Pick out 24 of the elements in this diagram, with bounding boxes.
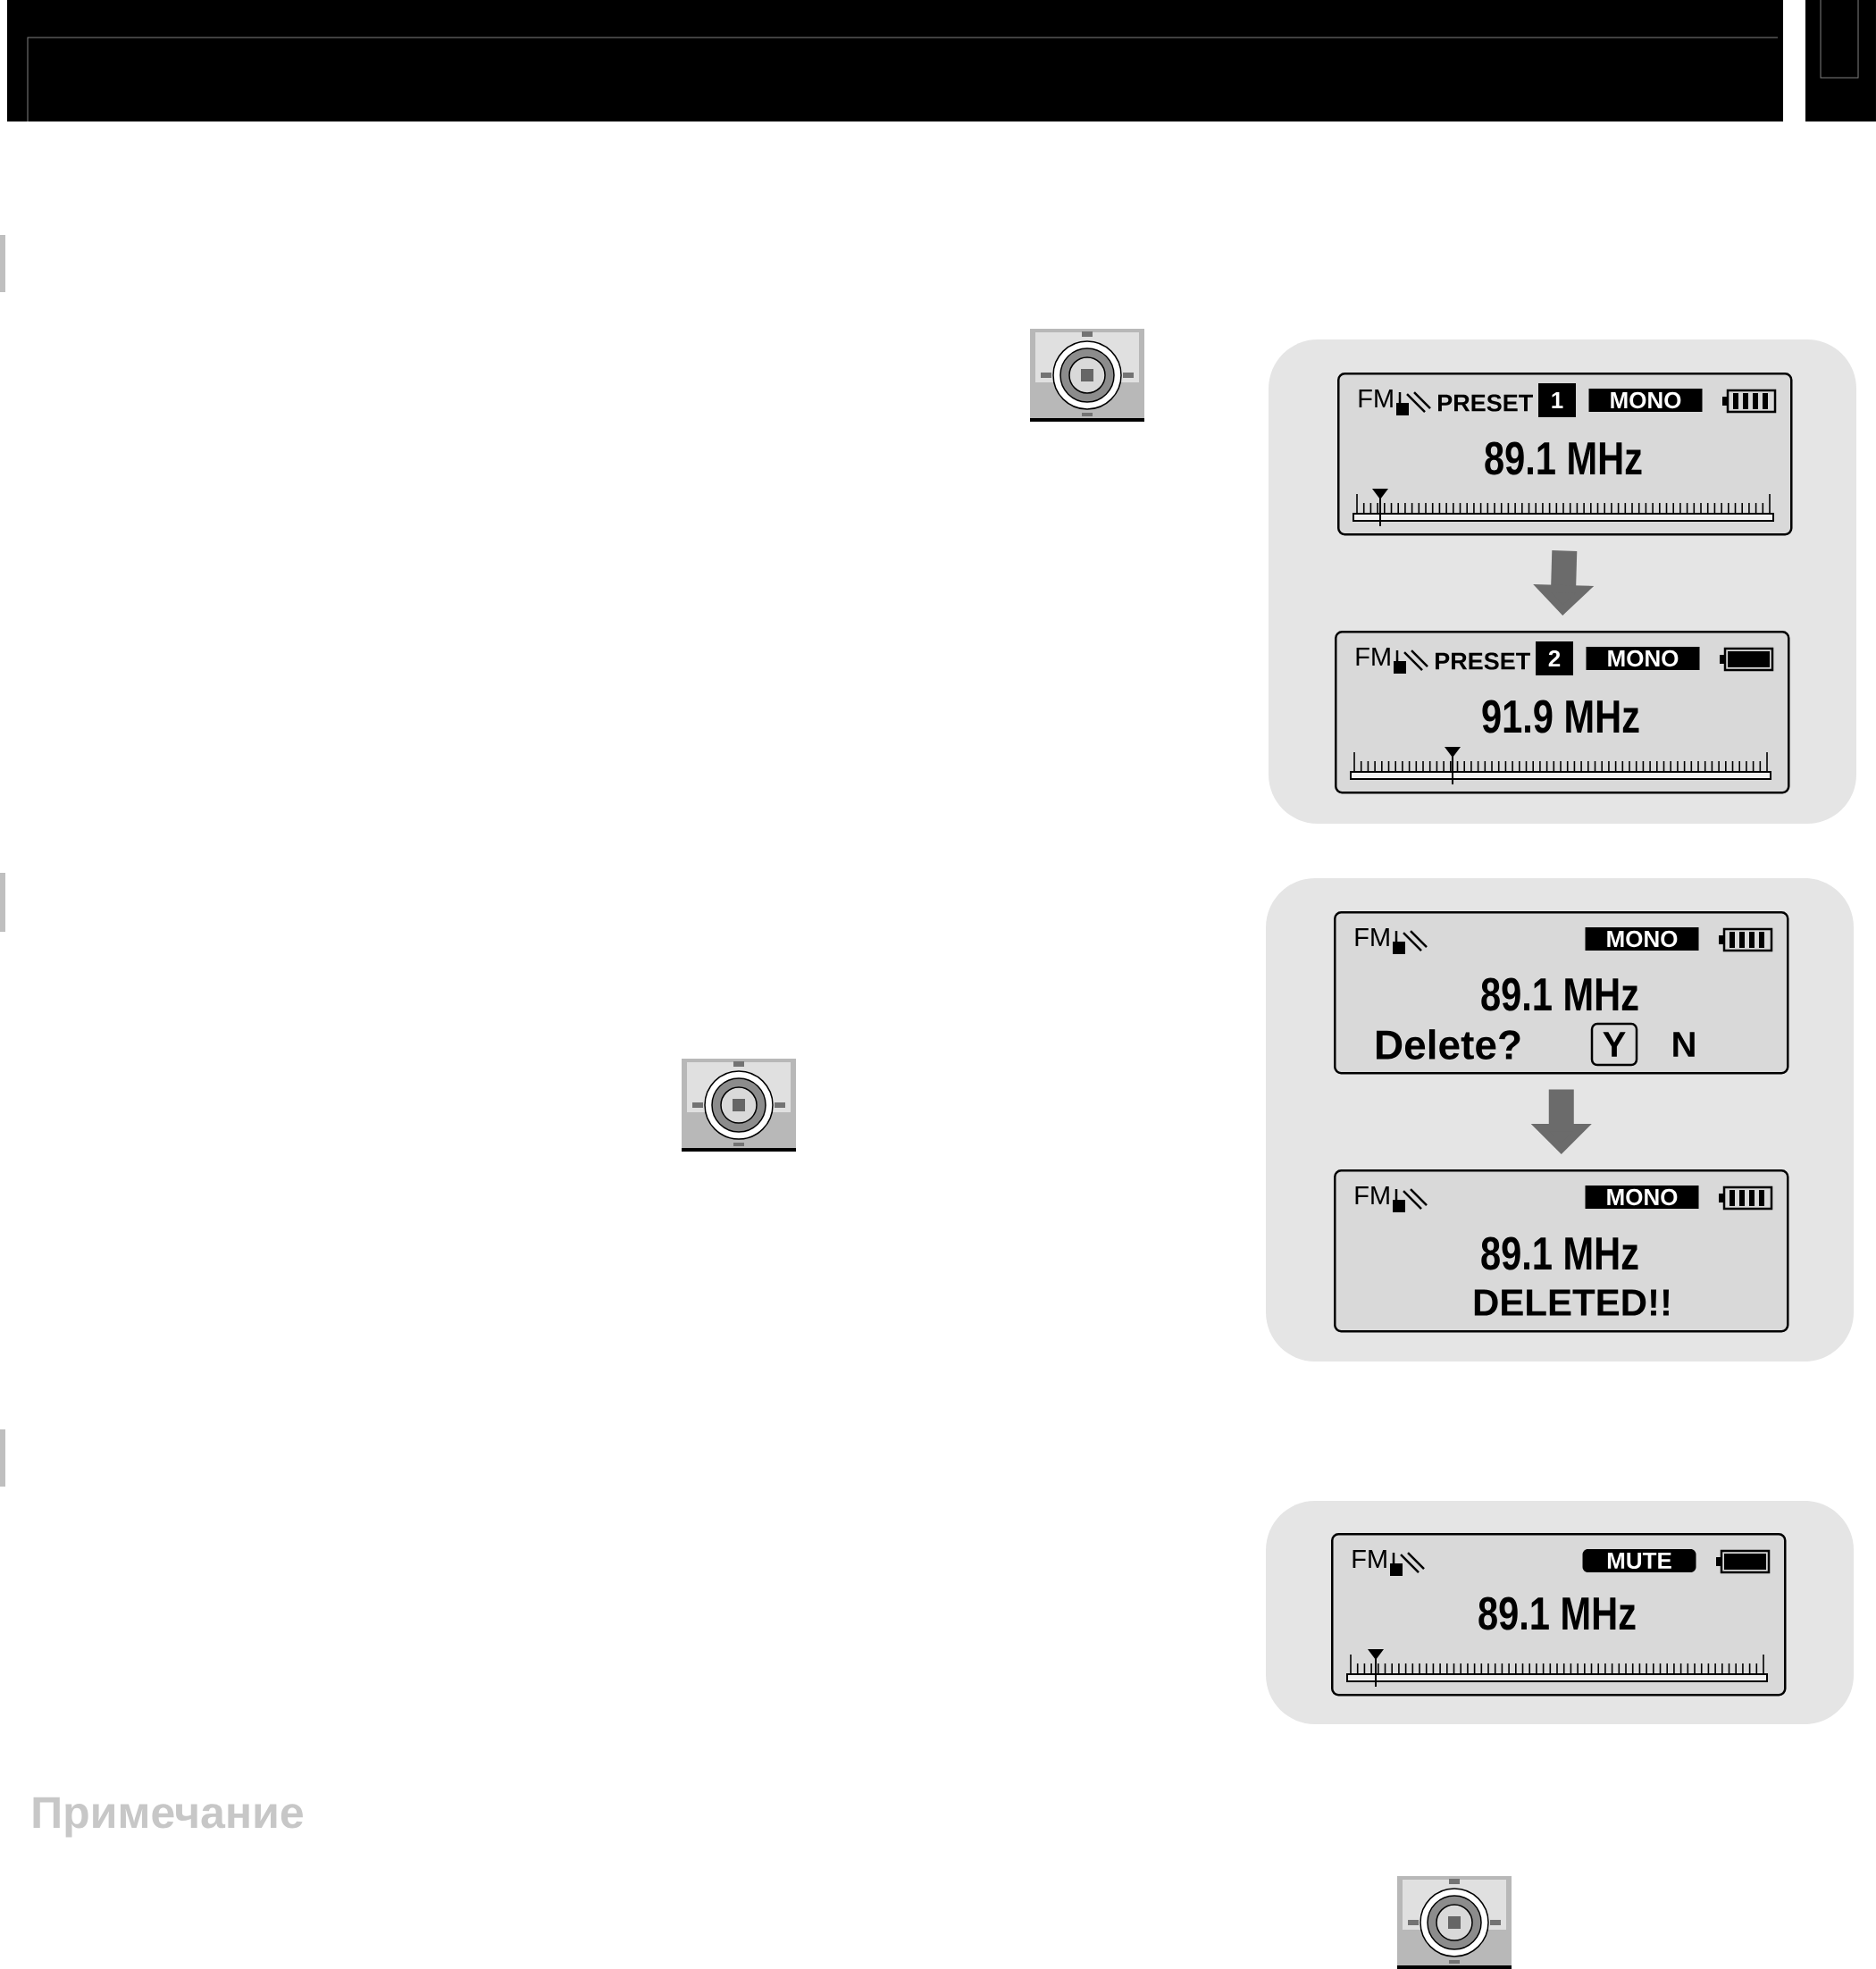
- band-label: FM: [1355, 928, 1389, 946]
- preset-number: 1: [1538, 383, 1576, 417]
- mode-indicator: MUTE: [1582, 1549, 1696, 1572]
- deleted-message: DELETED!!: [1474, 1289, 1669, 1316]
- band-label: FM: [1359, 390, 1393, 407]
- preset-number: 2: [1536, 641, 1573, 675]
- frequency-readout: 89.1 MHz: [1481, 977, 1638, 1011]
- note-heading: Примечание: [33, 1797, 303, 1838]
- mode-indicator: MONO: [1585, 1186, 1699, 1209]
- mode-indicator: MONO: [1586, 647, 1700, 670]
- mode-indicator: MONO: [1588, 389, 1703, 412]
- preset-label: PRESET: [1438, 394, 1533, 412]
- yes-option: Y: [1590, 1022, 1638, 1067]
- delete-prompt: Delete?: [1377, 1029, 1520, 1060]
- band-label: FM: [1355, 1186, 1389, 1204]
- frequency-readout: 91.9 MHz: [1482, 700, 1639, 733]
- mode-indicator: MONO: [1585, 927, 1699, 951]
- frequency-readout: 89.1 MHz: [1478, 1596, 1636, 1630]
- no-option: N: [1673, 1032, 1695, 1057]
- frequency-readout: 89.1 MHz: [1485, 441, 1642, 475]
- preset-label: PRESET: [1436, 652, 1530, 670]
- frequency-readout: 89.1 MHz: [1481, 1236, 1638, 1270]
- band-label: FM: [1353, 1550, 1386, 1568]
- band-label: FM: [1356, 648, 1390, 666]
